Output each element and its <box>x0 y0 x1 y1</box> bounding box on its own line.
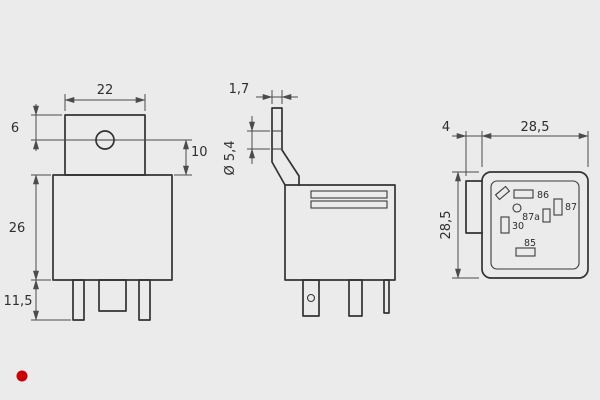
dim-hole-diameter: Ø 5,4 <box>223 116 270 176</box>
dim-hole-offset: 6 <box>11 104 93 151</box>
dim-tab-thickness-label: 1,7 <box>229 82 250 97</box>
dim-tab-below-hole: 10 <box>117 139 208 176</box>
pin-right <box>138 279 151 321</box>
center-hole <box>512 203 522 213</box>
dim-tab-thickness: 1,7 <box>229 82 298 104</box>
side-flange <box>465 180 483 234</box>
dim-hole-offset-label: 6 <box>11 121 19 136</box>
terminal-label-30: 30 <box>512 221 524 232</box>
dim-base-width-label: 28,5 <box>521 120 550 135</box>
dim-hole-diameter-label: Ø 5,4 <box>223 140 238 175</box>
dim-pin-length: 11,5 <box>4 279 71 321</box>
dim-tab-width: 22 <box>64 83 146 111</box>
relay-body-side <box>284 184 396 281</box>
brand-red-dot <box>16 370 28 382</box>
dim-pin-length-label: 11,5 <box>4 294 33 309</box>
dim-base-width: 28,5 <box>481 120 589 167</box>
base-outline <box>481 171 589 279</box>
dim-body-height-label: 26 <box>9 221 26 236</box>
label-band-upper <box>310 190 388 199</box>
terminal-label-86: 86 <box>537 190 549 201</box>
mounting-bracket-profile <box>271 107 300 187</box>
terminal-label-85: 85 <box>524 238 536 249</box>
terminal-slot-85 <box>515 247 536 257</box>
dim-body-height: 26 <box>9 174 51 281</box>
rear-view: 86 87 87a 30 85 4 28,5 28,5 <box>439 120 589 279</box>
terminal-label-87a: 87a <box>522 212 540 223</box>
terminal-slot-30 <box>500 216 510 234</box>
pin-center-wide <box>98 279 127 312</box>
extension-lines <box>31 174 51 281</box>
front-view: 22 6 10 26 11,5 <box>4 83 208 321</box>
dim-flange-depth-label: 4 <box>442 120 450 135</box>
terminal-slot-86 <box>513 189 534 199</box>
terminal-label-87: 87 <box>565 202 577 213</box>
dim-tab-width-label: 22 <box>97 83 114 98</box>
extension-lines <box>31 114 93 141</box>
side-view: 1,7 Ø 5,4 <box>223 82 396 317</box>
pin-hole <box>306 293 316 303</box>
label-band-lower <box>310 200 388 209</box>
dim-base-height-label: 28,5 <box>439 211 454 240</box>
dim-tab-below-hole-label: 10 <box>191 145 208 160</box>
dim-base-height: 28,5 <box>439 171 479 279</box>
dim-flange-depth: 4 <box>442 120 482 176</box>
side-pin-middle <box>348 279 363 317</box>
mounting-tab <box>64 114 146 176</box>
extension-lines <box>117 139 192 176</box>
hole-projection-lines <box>272 130 282 150</box>
side-pin-edge <box>383 279 390 314</box>
terminal-slot-87 <box>553 198 563 216</box>
side-pin-with-hole <box>302 279 320 317</box>
keying-slot <box>494 185 511 201</box>
extension-lines <box>247 130 270 150</box>
pin-left <box>72 279 85 321</box>
relay-body-front <box>52 174 173 281</box>
base-inner-outline <box>490 180 580 270</box>
terminal-slot-87a <box>542 208 551 223</box>
